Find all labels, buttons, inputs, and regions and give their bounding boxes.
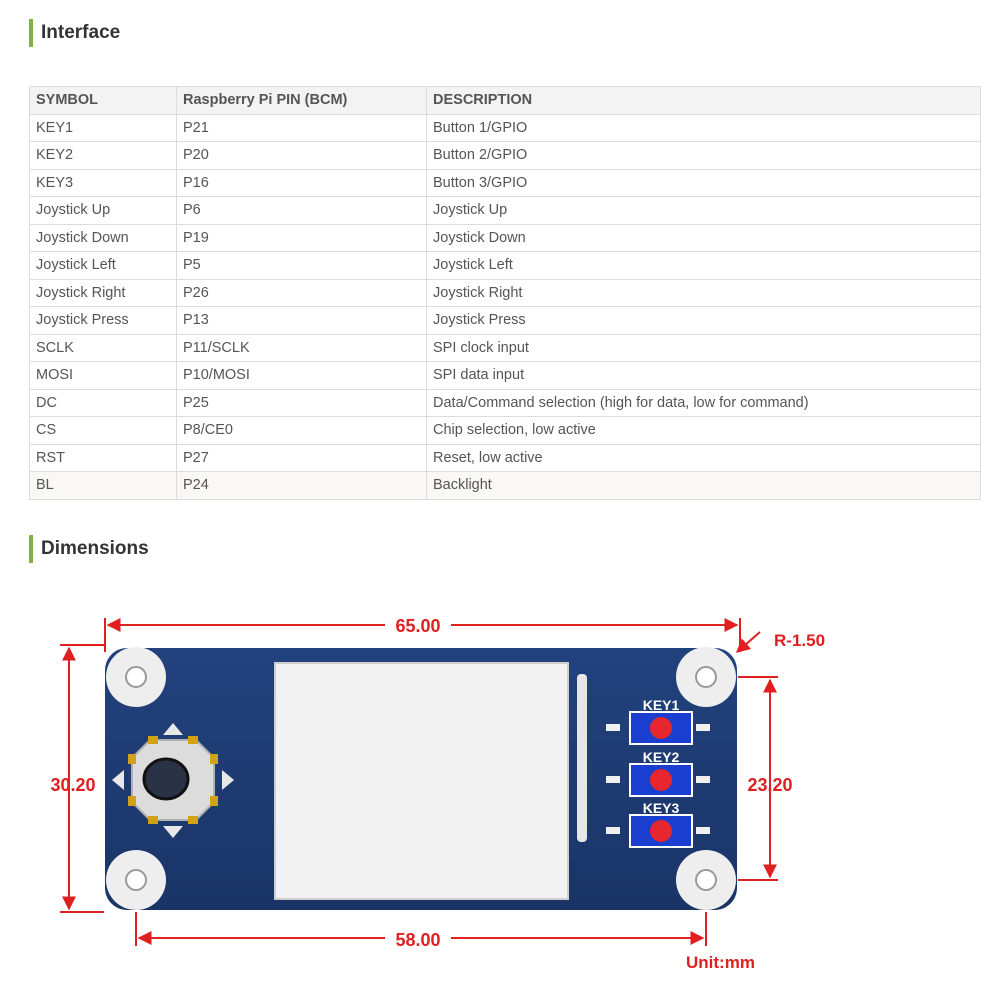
cell-description: Chip selection, low active xyxy=(426,416,981,445)
cell-pin: P8/CE0 xyxy=(176,416,427,445)
joystick-up-arrow xyxy=(163,723,183,735)
cell-symbol: Joystick Press xyxy=(29,306,177,335)
mounting-hole-bottom-right xyxy=(676,850,736,910)
cell-pin: P13 xyxy=(176,306,427,335)
cell-symbol: MOSI xyxy=(29,361,177,390)
cell-description: Backlight xyxy=(426,471,981,500)
dimensions-heading: Dimensions xyxy=(41,538,149,559)
cell-description: Button 3/GPIO xyxy=(426,168,981,197)
cell-pin: P6 xyxy=(176,196,427,225)
radius-label: R-1.50 xyxy=(774,631,825,650)
cell-pin: P25 xyxy=(176,388,427,417)
cell-symbol: KEY1 xyxy=(29,113,177,142)
cell-description: Joystick Up xyxy=(426,196,981,225)
dimension-drawing: KEY1 KEY2 KEY3 65.00 30.20 xyxy=(50,614,825,972)
cell-description: Joystick Down xyxy=(426,223,981,252)
cell-description: Button 2/GPIO xyxy=(426,141,981,170)
cell-description: Joystick Left xyxy=(426,251,981,280)
joystick-knob xyxy=(142,757,190,801)
key2-button: KEY2 xyxy=(606,749,710,797)
key1-button: KEY1 xyxy=(606,697,710,745)
cell-pin: P10/MOSI xyxy=(176,361,427,390)
cell-symbol: Joystick Left xyxy=(29,251,177,280)
hole-spacing-horizontal-label: 58.00 xyxy=(395,930,440,950)
cell-description: Joystick Right xyxy=(426,278,981,307)
mounting-hole-bottom-left xyxy=(106,850,166,910)
cell-symbol: CS xyxy=(29,416,177,445)
cell-description: Button 1/GPIO xyxy=(426,113,981,142)
cell-description: Data/Command selection (high for data, l… xyxy=(426,388,981,417)
cell-symbol: KEY2 xyxy=(29,141,177,170)
cell-pin: P16 xyxy=(176,168,427,197)
header-pin: Raspberry Pi PIN (BCM) xyxy=(176,86,427,115)
cell-description: Reset, low active xyxy=(426,443,981,472)
cell-pin: P5 xyxy=(176,251,427,280)
header-symbol: SYMBOL xyxy=(29,86,177,115)
cell-pin: P26 xyxy=(176,278,427,307)
unit-label: Unit:mm xyxy=(686,953,755,972)
interface-section-title: Interface xyxy=(29,19,120,47)
key3-button: KEY3 xyxy=(606,800,710,848)
joystick xyxy=(112,723,234,838)
cell-pin: P27 xyxy=(176,443,427,472)
cell-symbol: DC xyxy=(29,388,177,417)
cell-symbol: SCLK xyxy=(29,333,177,362)
key1-label: KEY1 xyxy=(643,697,680,713)
cell-pin: P21 xyxy=(176,113,427,142)
section-accent-bar xyxy=(29,19,33,47)
key2-label: KEY2 xyxy=(643,749,680,765)
joystick-left-arrow xyxy=(112,770,124,790)
pin-table: SYMBOL Raspberry Pi PIN (BCM) DESCRIPTIO… xyxy=(29,86,981,500)
cell-pin: P20 xyxy=(176,141,427,170)
table-header-row: SYMBOL Raspberry Pi PIN (BCM) DESCRIPTIO… xyxy=(29,86,981,115)
cell-pin: P19 xyxy=(176,223,427,252)
cell-pin: P11/SCLK xyxy=(176,333,427,362)
section-accent-bar xyxy=(29,535,33,563)
cell-symbol: KEY3 xyxy=(29,168,177,197)
height-label: 30.20 xyxy=(50,775,95,795)
cell-symbol: Joystick Down xyxy=(29,223,177,252)
cell-description: SPI data input xyxy=(426,361,981,390)
lcd-flex-strip xyxy=(577,674,587,842)
cell-symbol: Joystick Up xyxy=(29,196,177,225)
cell-pin: P24 xyxy=(176,471,427,500)
cell-symbol: RST xyxy=(29,443,177,472)
lcd-screen xyxy=(274,662,569,900)
hole-spacing-vertical-label: 23.20 xyxy=(747,775,792,795)
cell-symbol: Joystick Right xyxy=(29,278,177,307)
mounting-hole-top-right xyxy=(676,647,736,707)
cell-description: SPI clock input xyxy=(426,333,981,362)
key3-label: KEY3 xyxy=(643,800,680,816)
mounting-hole-top-left xyxy=(106,647,166,707)
joystick-right-arrow xyxy=(222,770,234,790)
width-label: 65.00 xyxy=(395,616,440,636)
dimensions-section-title: Dimensions xyxy=(29,535,149,563)
radius-leader-line xyxy=(735,631,761,653)
joystick-down-arrow xyxy=(163,826,183,838)
cell-symbol: BL xyxy=(29,471,177,500)
header-description: DESCRIPTION xyxy=(426,86,981,115)
interface-heading: Interface xyxy=(41,22,121,43)
cell-description: Joystick Press xyxy=(426,306,981,335)
